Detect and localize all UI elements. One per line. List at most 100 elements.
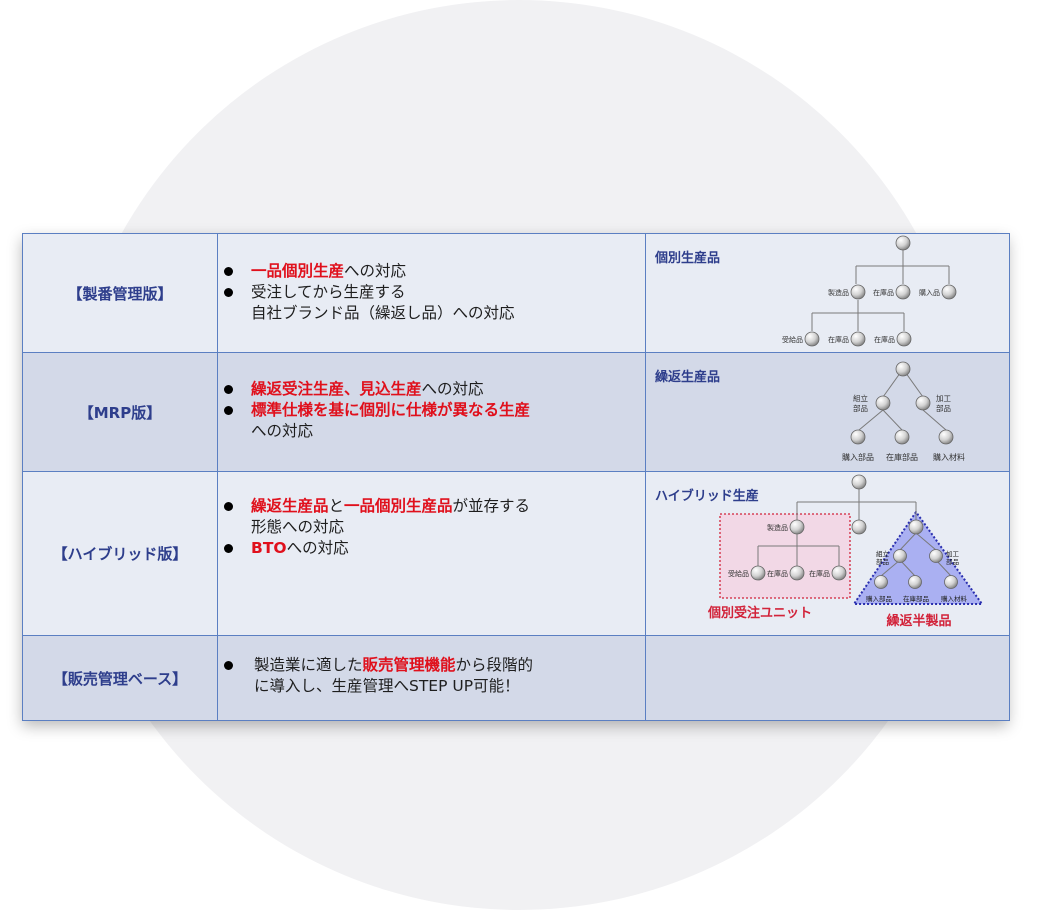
tree-node [789,519,805,535]
highlight-text: 繰返受注生産、見込生産 [251,380,422,398]
tree-node [875,395,891,411]
unit-label: 個別受注ユニット [707,605,812,621]
feature-text: への対応 [344,262,407,280]
feature-item: 一品個別生産への対応 [224,261,641,282]
node-label: 部品 [853,403,868,413]
edition-name: 【ハイブリッド版】 [22,471,218,636]
leaf-label: 購入部品 [842,452,874,462]
highlight-text: 標準仕様を基に個別に仕様が異なる生産 [251,401,531,419]
diagram-cell: ハイブリッド生産 [645,471,1010,636]
feature-text: への対応 [421,380,484,398]
diagram-label: 繰返生産品 [655,370,721,385]
tree-node [789,565,805,581]
highlight-text: 一品個別生産 [251,262,345,280]
diagram-label: ハイブリッド生産 [655,489,759,504]
feature-list: 一品個別生産への対応 受注してから生産する自社ブランド品（繰返し品）への対応 [224,261,641,324]
leaf-label: 購入部品 [866,594,892,603]
tree-node [895,284,911,300]
empty-cell [645,635,1010,721]
edition-name: 【販売管理ベース】 [22,635,218,721]
node-label: 加工 [946,549,960,558]
edition-name: 【製番管理版】 [22,233,218,353]
table-row: 【販売管理ベース】 製造業に適した販売管理機能から段階的に導入し、生産管理へST… [22,635,1010,721]
leaf-label: 購入材料 [941,594,968,603]
feature-list: 製造業に適した販売管理機能から段階的に導入し、生産管理へSTEP UP可能！ [224,655,641,697]
feature-text: 製造業に適した [254,656,363,674]
feature-list: 繰返生産品と一品個別生産品が並存する形態への対応 BTOへの対応 [224,496,641,559]
node-label: 受給品 [728,569,749,578]
feature-text: と [328,497,345,515]
comparison-table: 【製番管理版】 一品個別生産への対応 受注してから生産する自社ブランド品（繰返し… [22,233,1010,721]
tree-node [944,575,958,589]
highlight-text: BTO [251,539,287,557]
feature-text: への対応 [286,539,349,557]
feature-text: への対応 [251,422,314,440]
leaf-label: 在庫部品 [886,452,918,462]
tree-node [850,284,866,300]
semi-label: 繰返半製品 [886,613,951,629]
feature-cell: 一品個別生産への対応 受注してから生産する自社ブランド品（繰返し品）への対応 [217,233,646,353]
node-label: 部品 [946,557,959,566]
tree-node [851,474,867,490]
node-label: 部品 [936,403,951,413]
feature-item: 製造業に適した販売管理機能から段階的に導入し、生産管理へSTEP UP可能！ [224,655,641,697]
feature-item: 繰返受注生産、見込生産への対応 [224,379,641,400]
table-row: 【製番管理版】 一品個別生産への対応 受注してから生産する自社ブランド品（繰返し… [22,233,1010,353]
feature-item: 標準仕様を基に個別に仕様が異なる生産への対応 [224,400,641,442]
tree-node [895,361,911,377]
node-label: 購入品 [919,288,940,297]
node-label: 在庫品 [874,335,895,344]
tree-diagram: 製造品 在庫品 購入品 受給品 在庫品 在庫品 [782,235,957,347]
tree-node [895,235,911,251]
node-label: 在庫品 [873,288,894,297]
leaf-label: 在庫部品 [903,594,929,603]
node-label: 受給品 [782,335,803,344]
feature-text: 受注してから生産する [251,283,406,301]
feature-text: から段階的 [455,656,534,674]
tree-diagram: 組立 部品 加工 部品 購入部品 在庫部品 購入材料 [842,361,965,462]
diagram-label: 個別生産品 [655,251,721,266]
table-row: 【MRP版】 繰返受注生産、見込生産への対応 標準仕様を基に個別に仕様が異なる生… [22,352,1010,472]
feature-cell: 製造業に適した販売管理機能から段階的に導入し、生産管理へSTEP UP可能！ [217,635,646,721]
node-label: 製造品 [828,288,849,297]
node-label: 在庫品 [828,335,849,344]
feature-text: に導入し、生産管理へSTEP UP可能！ [254,677,520,695]
node-label: 製造品 [767,523,788,532]
tree-node [893,549,907,563]
node-label: 部品 [876,557,889,566]
tree-node [908,519,924,535]
tree-node [915,395,931,411]
node-label: 在庫品 [809,569,830,578]
diagram-cell: 繰返生産品 [645,352,1010,472]
unit-box [719,513,851,599]
feature-list: 繰返受注生産、見込生産への対応 標準仕様を基に個別に仕様が異なる生産への対応 [224,379,641,442]
hybrid-diagram: 製造品 受給品 在庫品 在庫品 組立 部品 加工 部品 購入部品 [707,474,984,629]
feature-item: 繰返生産品と一品個別生産品が並存する形態への対応 [224,496,641,538]
tree-node [750,565,766,581]
tree-node [831,565,847,581]
feature-text: 形態への対応 [251,518,345,536]
highlight-text: 一品個別生産品 [344,497,453,515]
feature-cell: 繰返生産品と一品個別生産品が並存する形態への対応 BTOへの対応 [217,471,646,636]
node-label: 組立 [853,393,868,403]
node-label: 在庫品 [767,569,788,578]
diagram-cell: 個別生産品 [645,233,1010,353]
tree-node [850,429,866,445]
leaf-label: 購入材料 [933,452,965,462]
table-row: 【ハイブリッド版】 繰返生産品と一品個別生産品が並存する形態への対応 BTOへの… [22,471,1010,636]
node-label: 加工 [936,393,951,403]
feature-text: 自社ブランド品（繰返し品）への対応 [251,304,515,322]
tree-node [850,331,866,347]
highlight-text: 繰返生産品 [251,497,329,515]
tree-node [941,284,957,300]
feature-item: 受注してから生産する自社ブランド品（繰返し品）への対応 [224,282,641,324]
tree-node [804,331,820,347]
tree-node [851,519,867,535]
feature-text: が並存する [452,497,531,515]
tree-node [874,575,888,589]
comparison-table-wrapper: 【製番管理版】 一品個別生産への対応 受注してから生産する自社ブランド品（繰返し… [22,233,1010,721]
tree-node [938,429,954,445]
highlight-text: 販売管理機能 [362,656,456,674]
tree-node [908,575,922,589]
